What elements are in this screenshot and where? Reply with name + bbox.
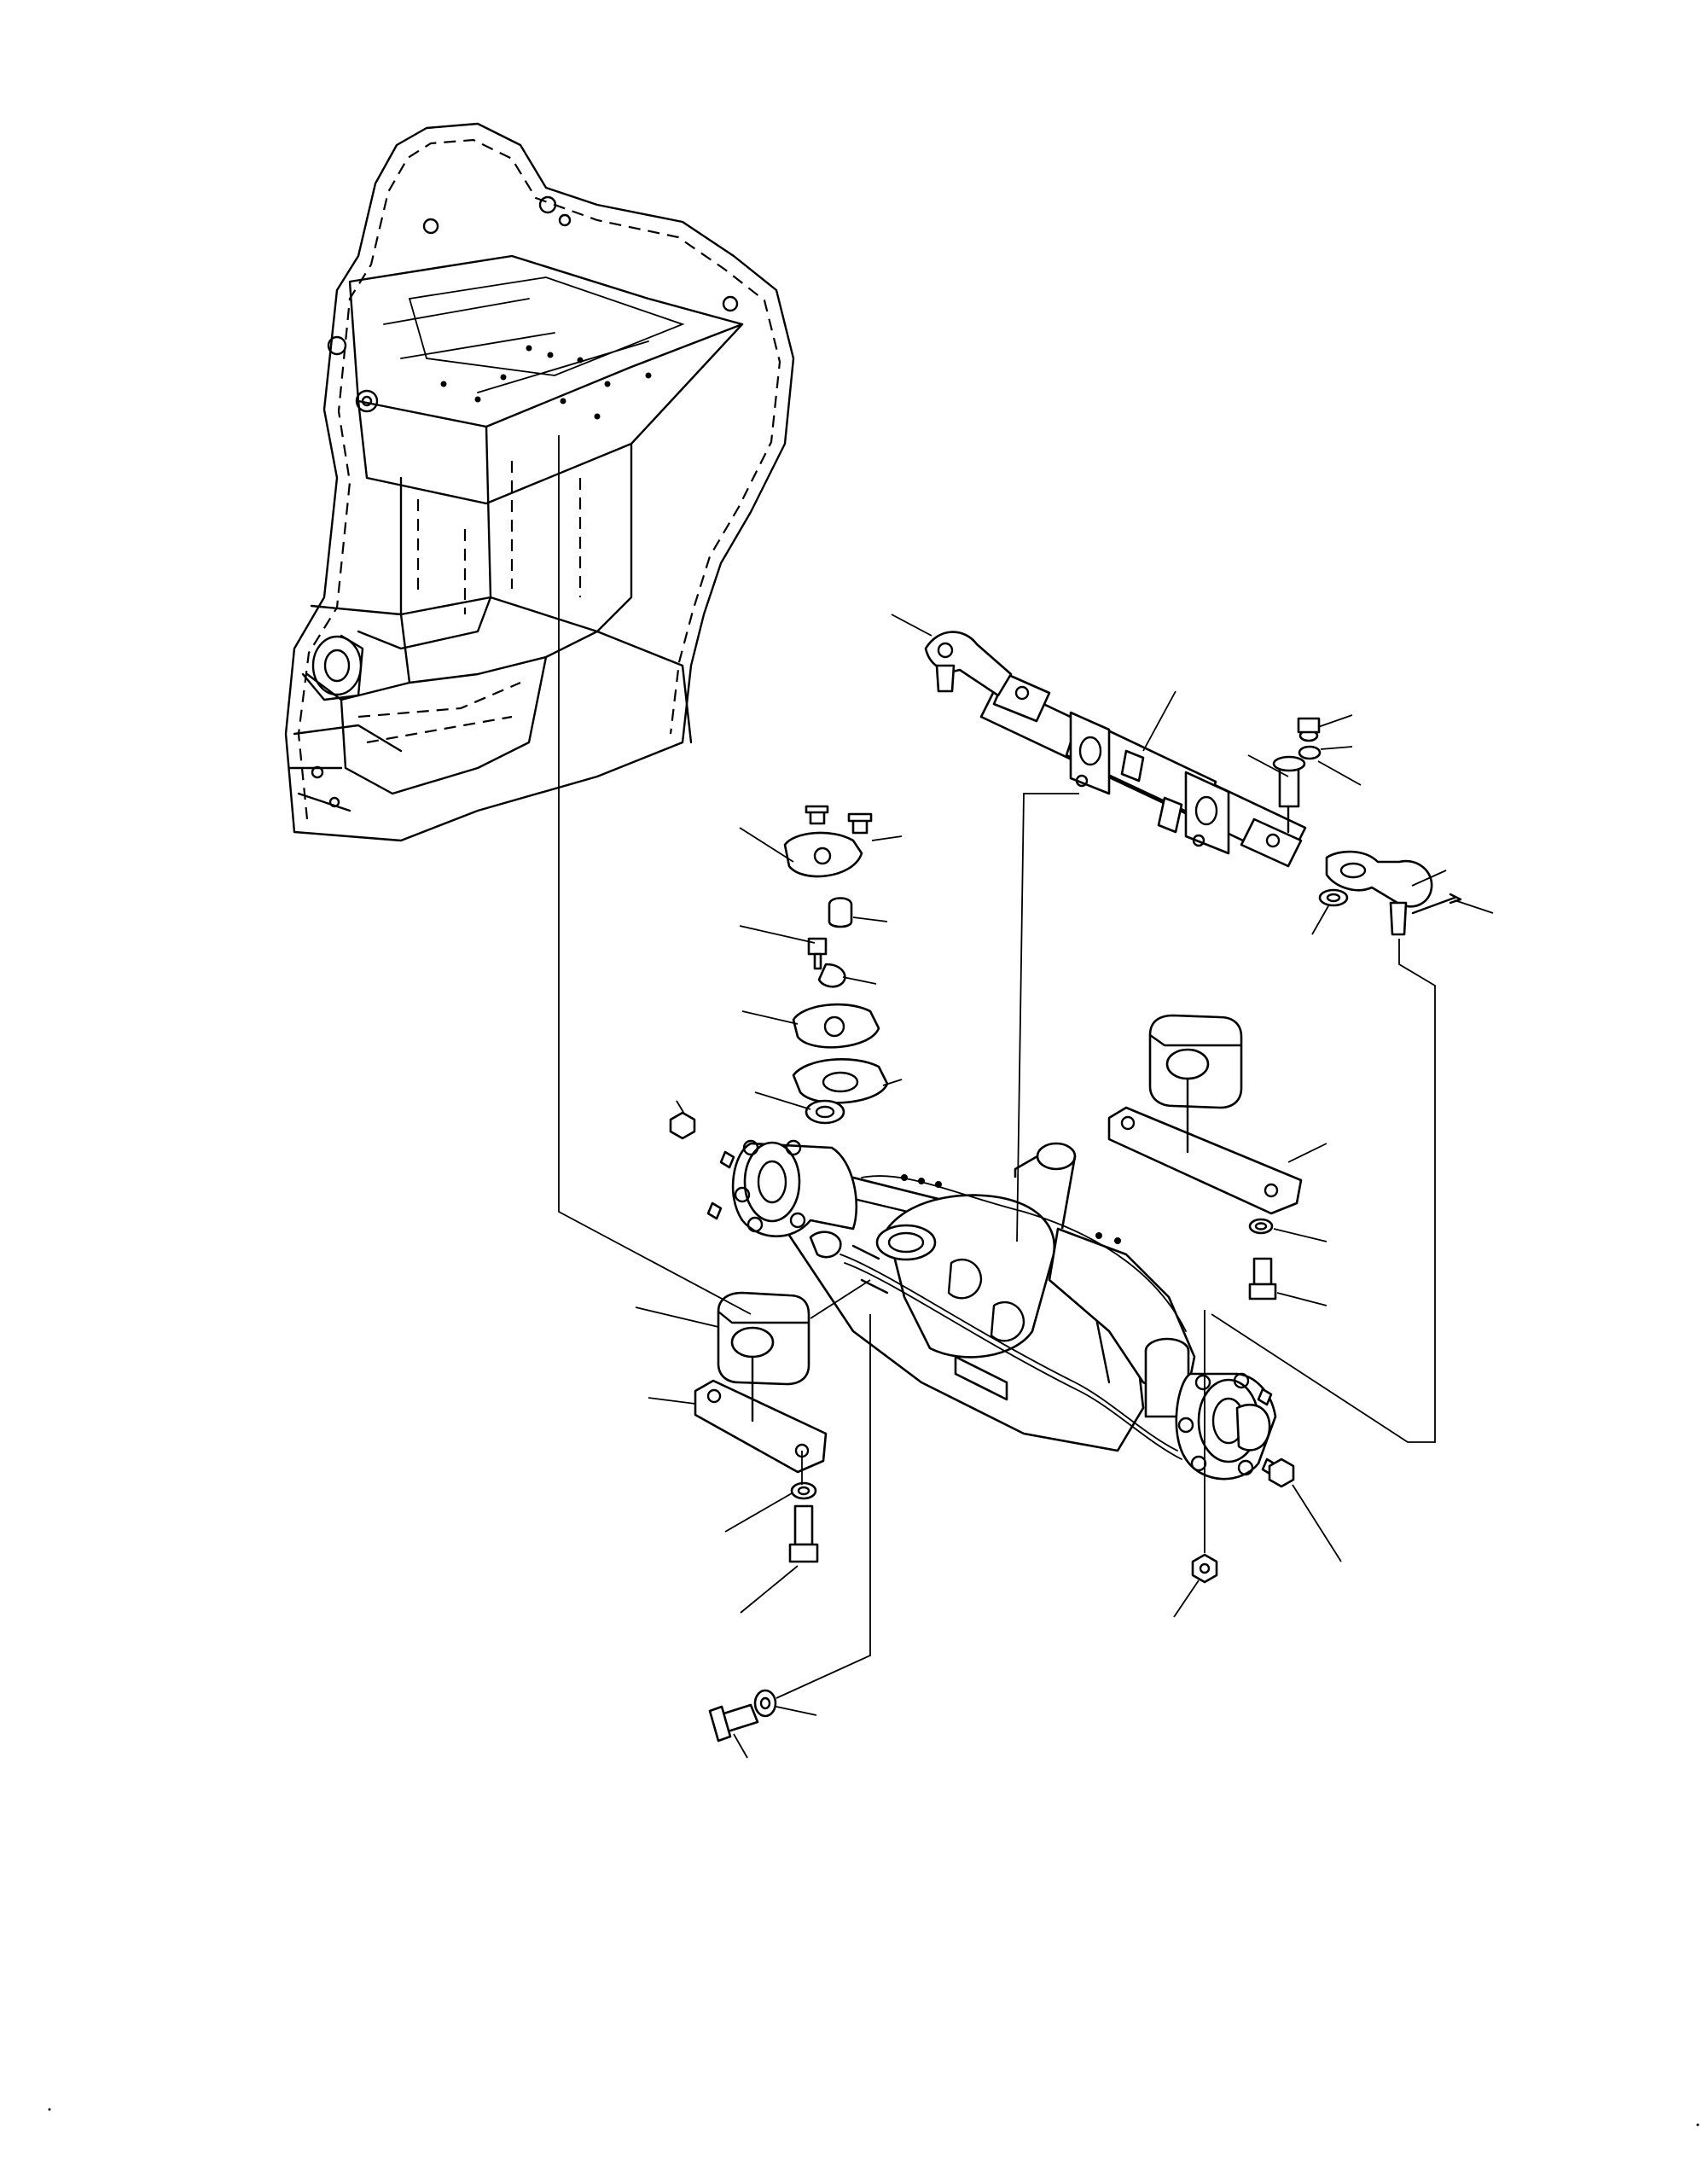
washer-left	[790, 1481, 817, 1500]
leader-bolt-right	[1276, 1292, 1327, 1306]
leader-nut-bottom	[1173, 1580, 1200, 1618]
corner-mark-right	[1696, 2123, 1699, 2127]
leader-rubber-left	[635, 1306, 719, 1328]
tie-rod-right	[1318, 850, 1462, 936]
leader-grease-bolt	[739, 925, 816, 944]
leader-tie-rod-left	[891, 614, 932, 637]
wheel-hub-left	[706, 1139, 858, 1259]
mount-bracket-left	[694, 1355, 828, 1474]
steering-cylinder	[979, 672, 1307, 868]
leader-fitting	[842, 976, 877, 985]
king-pin-cap	[783, 805, 873, 878]
bolt-right	[1248, 1257, 1277, 1300]
grease-fitting	[807, 937, 846, 988]
callout-leaders	[635, 614, 1494, 1759]
leader-tie-rod-right	[1411, 870, 1447, 887]
leader-bearing	[754, 1091, 811, 1110]
axle-housing	[783, 1142, 1196, 1460]
leader-pin	[1247, 754, 1289, 777]
leader-bracket-right	[1287, 1143, 1327, 1163]
wheel-hub-right	[1175, 1372, 1277, 1481]
leader-nut-left-hub	[676, 1100, 685, 1114]
assembly-lines	[558, 435, 1436, 1699]
leader-shim	[741, 1010, 799, 1025]
leader-cap-bolt	[871, 835, 903, 841]
leader-pin-bolt	[1317, 714, 1353, 728]
leader-gasket	[882, 1079, 903, 1086]
leader-cotter-pin	[1454, 899, 1494, 914]
machine-frame	[284, 122, 795, 842]
leader-pin-nut	[1317, 760, 1362, 786]
leader-nut-right-hub	[1292, 1484, 1342, 1562]
leader-washer-right	[1273, 1228, 1327, 1242]
tie-rod-left	[924, 631, 1013, 697]
leader-cylinder	[1142, 690, 1176, 752]
shim-plate	[792, 1003, 880, 1049]
leader-washer-left	[724, 1492, 793, 1533]
king-pin-plug	[828, 897, 853, 928]
leader-plug	[852, 916, 888, 922]
bolt-left	[788, 1504, 819, 1563]
leader-washer-tie-rod	[1311, 904, 1330, 935]
rubber-mount-left	[717, 1291, 810, 1386]
washer-right	[1248, 1218, 1274, 1235]
leader-pin-washer	[1320, 746, 1353, 750]
leader-bracket-left	[648, 1397, 696, 1405]
nut-right-hub	[1268, 1457, 1295, 1488]
corner-mark-left	[48, 2108, 51, 2111]
leader-bolt-bottom	[733, 1733, 748, 1759]
gasket	[792, 1058, 889, 1104]
leader-washer-bottom	[776, 1706, 817, 1716]
mount-bracket-right	[1107, 1077, 1303, 1215]
bearing	[805, 1099, 845, 1125]
rubber-mount-right	[1148, 1014, 1243, 1109]
bolt-bottom	[708, 1689, 777, 1743]
leader-bolt-left	[740, 1565, 799, 1614]
nut-left-hub	[669, 1111, 696, 1140]
nut-bottom	[1191, 1553, 1218, 1584]
leader-king-pin-cap	[739, 827, 794, 863]
